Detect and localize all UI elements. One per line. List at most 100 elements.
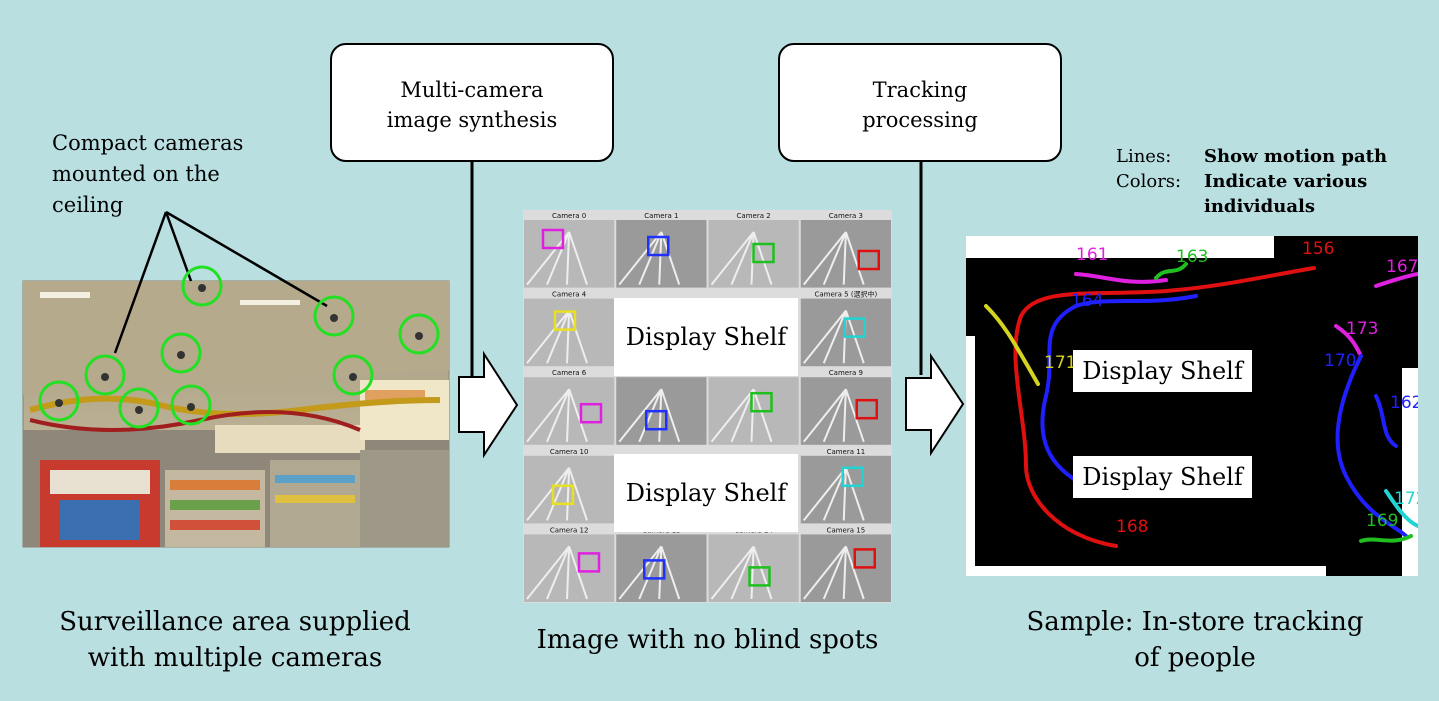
camera-tile: Camera 15: [800, 526, 891, 602]
flow-arrow-2: [905, 352, 965, 457]
motion-path: [1359, 534, 1413, 543]
camera-tile: Camera 5 (選択中): [800, 290, 891, 367]
camera-view-stripe: [822, 388, 847, 443]
caption-right-line-1: Sample: In-store tracking: [1026, 607, 1364, 637]
motion-path: [1040, 294, 1198, 488]
detection-box: [855, 398, 878, 420]
camera-tile: Camera 1: [616, 212, 707, 288]
detection-box: [553, 310, 577, 331]
track-id-label: 170: [1324, 351, 1356, 371]
camera-tile: Camera 4: [524, 291, 615, 367]
camera-view-stripe: [546, 388, 571, 443]
motion-path: [1384, 489, 1418, 528]
detection-box: [541, 228, 565, 250]
camera-view-stripe: [844, 467, 865, 521]
camera-view-stripe: [638, 231, 663, 285]
track-id-label: 173: [1346, 319, 1378, 339]
camera-view-stripe: [566, 467, 571, 521]
detection-box: [857, 249, 880, 271]
camera-view-stripe: [844, 388, 865, 443]
camera-tile: Camera 2: [708, 212, 799, 288]
caption-in-store-tracking: Sample: In-store tracking of people: [990, 604, 1400, 676]
step-2-line-2: processing: [862, 108, 978, 132]
camera-view-stripe: [752, 388, 773, 443]
step-box-tracking-processing: Tracking processing: [778, 43, 1062, 162]
camera-callout-line-1: Compact cameras: [52, 131, 244, 155]
detection-box: [551, 484, 575, 506]
caption-no-blind-spots: Image with no blind spots: [500, 622, 915, 658]
camera-view-stripe: [750, 389, 755, 442]
caption-middle-line-1: Image with no blind spots: [536, 625, 879, 655]
camera-view-stripe: [752, 231, 773, 285]
camera-view-stripe: [802, 545, 847, 600]
step-1-line-2: image synthesis: [386, 108, 558, 132]
caption-surveillance-area: Surveillance area supplied with multiple…: [20, 604, 450, 676]
camera-tile: Camera 6: [524, 369, 615, 445]
camera-label: Camera 0: [552, 212, 586, 220]
detection-box: [841, 466, 864, 488]
legend: Lines: Show motion path Colors: Indicate…: [1116, 144, 1387, 219]
camera-view-stripe: [526, 545, 570, 600]
legend-key: [1116, 194, 1204, 219]
camera-view-stripe: [752, 546, 773, 600]
camera-label: Camera 2: [737, 212, 771, 220]
step-1-line-1: Multi-camera: [400, 78, 544, 102]
motion-path: [1374, 272, 1418, 288]
camera-view-stripe: [618, 545, 663, 600]
camera-label: Camera 9: [829, 369, 863, 377]
camera-view-stripe: [568, 546, 588, 600]
legend-value: Show motion path: [1204, 146, 1388, 167]
legend-key: Lines:: [1116, 146, 1172, 167]
camera-label: Camera 15: [827, 526, 866, 534]
tracking-map-canvas: 161163156167164173171170162172169168: [966, 236, 1418, 576]
camera-dots: [55, 284, 423, 414]
camera-view-stripe: [710, 545, 755, 600]
legend-row: Lines: Show motion path: [1116, 144, 1387, 169]
store-photo-image: [22, 280, 450, 548]
camera-view-stripe: [844, 546, 865, 600]
detection-box: [579, 402, 603, 424]
camera-view-stripe: [566, 389, 571, 442]
camera-view-stripe: [710, 388, 755, 443]
map-display-shelf-1: Display Shelf: [1073, 350, 1252, 392]
mosaic-display-shelf-1: Display Shelf: [614, 298, 798, 376]
detection-box: [750, 391, 773, 413]
camera-callout: Compact cameras mounted on the ceiling: [52, 128, 243, 221]
motion-path: [1374, 394, 1398, 448]
camera-mosaic: Camera 0 Camera 1 Camera 2 Camera 3 Camera 4…: [523, 210, 892, 603]
camera-view-stripe: [842, 546, 847, 600]
motion-path: [1154, 262, 1188, 280]
camera-tile: Camera 7: [616, 369, 707, 445]
camera-callout-line-3: ceiling: [52, 193, 124, 217]
camera-label: Camera 10: [550, 448, 589, 456]
track-id-label: 156: [1302, 239, 1334, 259]
camera-tile: Camera 14: [708, 526, 799, 602]
track-id-label: 169: [1366, 511, 1398, 531]
camera-tile: Camera 12: [524, 526, 615, 602]
caption-left-line-1: Surveillance area supplied: [59, 607, 411, 637]
detection-box: [752, 242, 775, 264]
camera-tile: Camera 3: [800, 212, 891, 288]
legend-key: Colors:: [1116, 171, 1182, 192]
camera-view-stripe: [638, 546, 663, 600]
mosaic-display-shelf-2: Display Shelf: [614, 454, 798, 532]
caption-right-line-2: of people: [1134, 643, 1256, 673]
camera-view-stripe: [618, 388, 663, 443]
camera-view-stripe: [658, 546, 663, 600]
camera-view-stripe: [566, 231, 571, 285]
camera-view-stripe: [842, 389, 847, 442]
motion-path: [1335, 354, 1408, 538]
camera-tile: Camera 0: [524, 212, 615, 288]
camera-view-stripe: [844, 231, 865, 285]
camera-view-stripe: [546, 310, 571, 364]
step-connectors: [470, 160, 923, 382]
motion-path: [1013, 266, 1316, 548]
camera-view-stripe: [660, 546, 681, 600]
camera-view-stripe: [568, 310, 588, 364]
camera-view-stripe: [730, 231, 755, 285]
track-id-label: 172: [1394, 489, 1418, 509]
camera-tile: Camera 8: [708, 369, 799, 445]
track-id-label: 162: [1390, 393, 1418, 413]
track-id-label: 168: [1116, 517, 1148, 537]
camera-view-stripe: [730, 388, 755, 443]
